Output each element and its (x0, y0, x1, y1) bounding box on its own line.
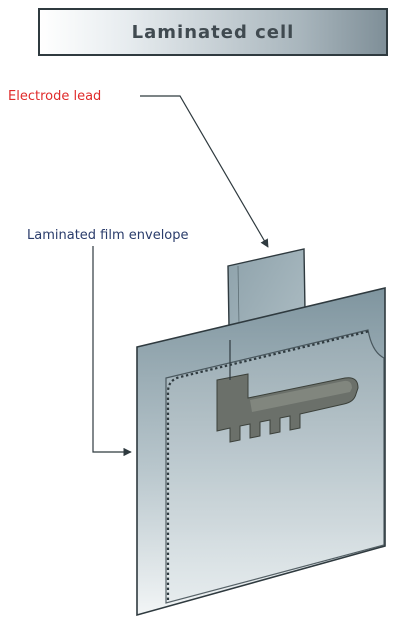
electrode-lead-leader (140, 95, 269, 248)
electrode-lead-label: Electrode lead (8, 89, 102, 104)
title-banner: Laminated cell (38, 8, 388, 56)
film-envelope-leader (92, 246, 132, 457)
electrode-plate-highlight (250, 380, 352, 412)
film-envelope-label: Laminated film envelope (27, 228, 189, 243)
diagram-title: Laminated cell (131, 21, 295, 43)
inner-pouch (165, 329, 385, 604)
